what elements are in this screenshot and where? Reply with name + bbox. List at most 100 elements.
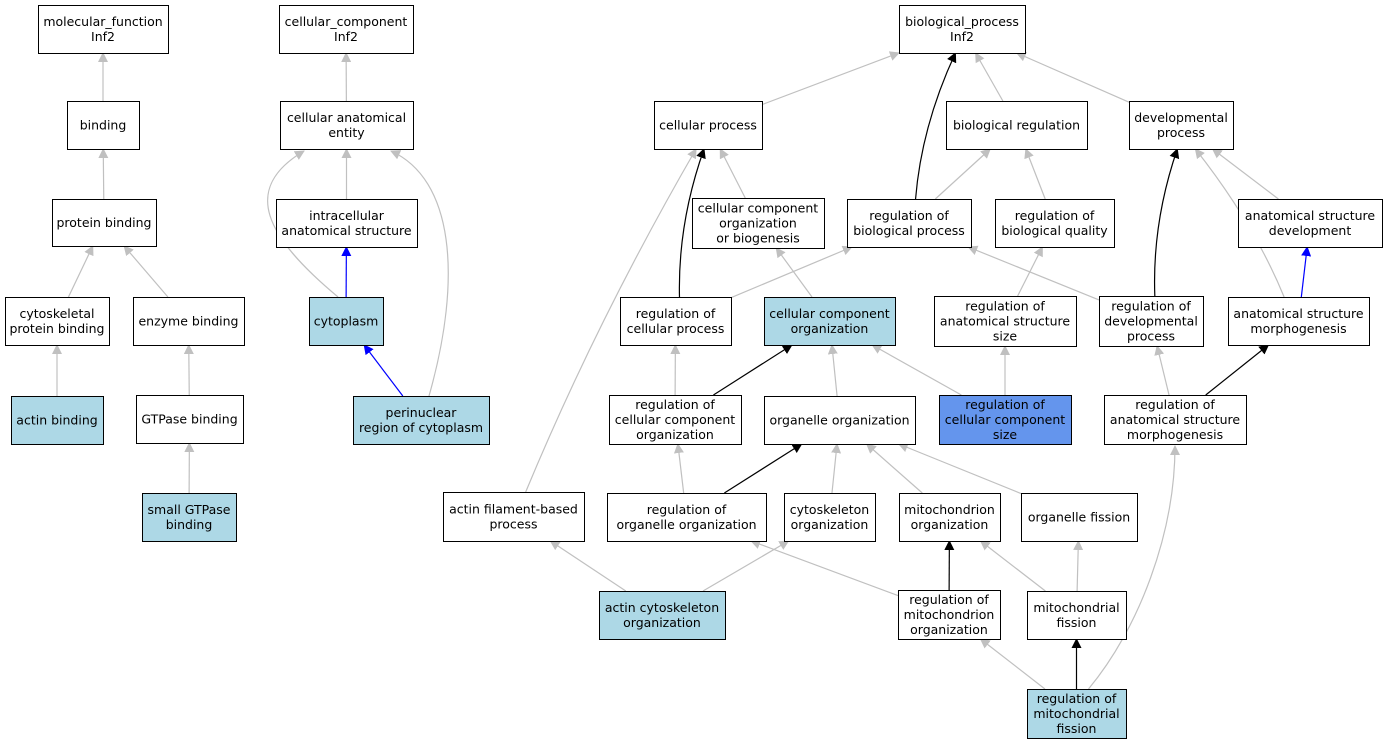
term-node-gtpb[interactable]: GTPase binding (136, 395, 244, 444)
term-box (1099, 296, 1204, 347)
term-box (309, 297, 384, 346)
term-node-pbind[interactable]: protein binding (52, 199, 157, 247)
term-node-ofis[interactable]: organelle fission (1021, 493, 1138, 542)
term-label-line: cellular component (945, 412, 1065, 427)
term-label-line: fission (1057, 615, 1097, 630)
term-box (609, 395, 742, 445)
term-box (654, 101, 763, 150)
term-label-line: mitochondrion (904, 607, 995, 622)
term-label-line: organization (636, 427, 714, 442)
term-label-line: regulation of (647, 502, 727, 517)
term-box (67, 101, 140, 150)
edge-regulates-rcco-to-cco (713, 344, 793, 396)
term-label-line: Inf2 (334, 29, 358, 44)
term-label-line: morphogenesis (1250, 321, 1346, 336)
term-label-line: anatomical structure (1110, 412, 1240, 427)
term-label-line: developmental (1104, 314, 1198, 329)
term-label-line: organization (719, 216, 797, 231)
term-label-line: biological process (853, 223, 965, 238)
term-label-line: cellular anatomical (287, 110, 406, 125)
term-label-line: cytoskeletal (19, 306, 94, 321)
edge-part-of-peri-to-cyto (363, 344, 404, 397)
term-box (784, 493, 876, 542)
term-label-line: biological regulation (953, 118, 1080, 133)
term-label-line: actin binding (16, 413, 97, 428)
term-label-line: cellular component (769, 306, 889, 321)
term-box (353, 396, 490, 445)
term-label-line: organization (911, 517, 989, 532)
term-label-line: regulation of (965, 397, 1045, 412)
term-label-line: enzyme binding (138, 314, 238, 329)
term-label-line: small GTPase (148, 502, 231, 517)
term-node-oo[interactable]: organelle organization (764, 396, 916, 445)
term-label-line: cytoplasm (314, 314, 379, 329)
term-label-line: regulation of (1037, 691, 1117, 706)
term-label-line: biological quality (1001, 223, 1108, 238)
edge-regulates-rbp-to-bp (914, 52, 957, 200)
term-label-line: mitochondrial (1033, 706, 1119, 721)
term-label-line: or biogenesis (716, 231, 800, 246)
term-label-line: GTPase binding (141, 412, 237, 427)
edge-is-a-mfis-to-mito (979, 540, 1046, 592)
term-label-line: regulation of (1135, 397, 1215, 412)
term-box (38, 5, 169, 54)
term-label-line: size (993, 427, 1018, 442)
edge-is-a-rmf-to-rmo (979, 638, 1046, 690)
term-label-line: size (993, 329, 1018, 344)
term-label-line: perinuclear (386, 405, 458, 420)
term-label-line: actin cytoskeleton (605, 600, 719, 615)
term-box (280, 101, 414, 150)
edge-is-a-afbp-to-cp (525, 148, 697, 493)
term-label-line: process (489, 517, 537, 532)
edge-regulates-rcp-to-cp (678, 148, 706, 298)
term-box (764, 297, 896, 346)
term-node-enzb[interactable]: enzyme binding (133, 297, 245, 346)
term-node-cyto[interactable]: cytoplasm (309, 297, 384, 346)
term-node-actb[interactable]: actin binding (11, 396, 104, 445)
term-label-line: cellular process (659, 118, 757, 133)
term-label-line: molecular_function (43, 14, 162, 29)
term-label-line: anatomical structure (940, 314, 1070, 329)
term-box (1104, 395, 1247, 445)
term-label-line: regulation of (869, 208, 949, 223)
edge-is-a-cco-to-ccob (775, 247, 813, 298)
term-node-breg[interactable]: biological regulation (946, 101, 1088, 150)
term-label-line: organelle fission (1028, 510, 1130, 525)
edge-is-a-rccs-to-cco (871, 344, 962, 396)
term-node-cp[interactable]: cellular process (654, 101, 763, 150)
edge-is-a-rmo-to-roo (750, 539, 899, 597)
term-label-line: organelle organization (769, 413, 909, 428)
term-node-bind[interactable]: binding (67, 101, 140, 150)
term-box (276, 199, 418, 248)
edge-layer (52, 51, 1312, 690)
